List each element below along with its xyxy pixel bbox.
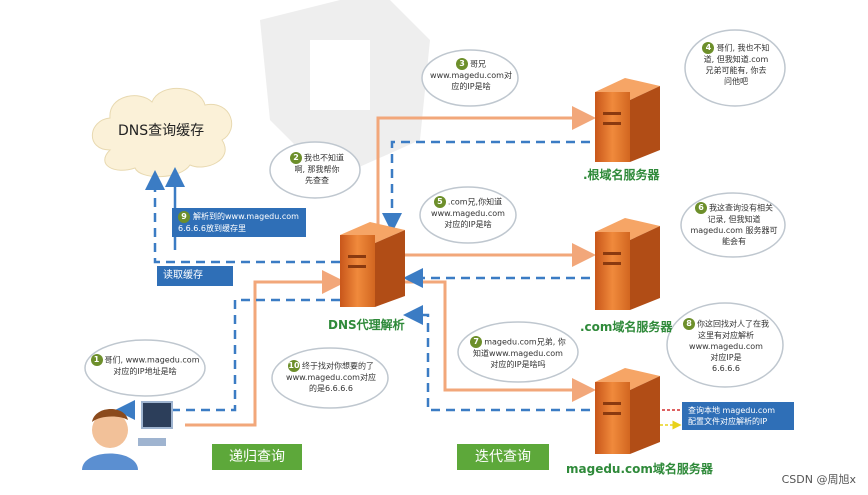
bubble-line: 啊, 那我帮你 (294, 165, 340, 174)
bubble-line: 哥们, www.magedu.com (104, 355, 200, 365)
bubble-line: 我这查询没有相关 (709, 203, 773, 213)
arrow-magedu-to-proxy (403, 305, 590, 412)
bubble-line: 对应的IP是啥吗 (490, 360, 546, 369)
csdn-watermark: CSDN @周旭x (781, 473, 856, 486)
response-arrows (115, 140, 590, 420)
iterative-query-label: 迭代查询 (457, 444, 549, 470)
box-line: 配置文件对应解析的IP (688, 417, 768, 426)
root-server (595, 78, 660, 162)
magedu-server (595, 368, 660, 454)
root-server-label: .根域名服务器 (583, 168, 660, 182)
bubble-line: 的是6.6.6.6 (309, 384, 353, 393)
bubble-line: 你这回找对人了在我 (697, 319, 769, 329)
step-badge: 1 (90, 354, 103, 366)
bubble-line: 对应的IP地址是啥 (113, 367, 177, 376)
arrow-proxy-to-client (115, 298, 340, 420)
bubble-line: .com兄,你知道 (447, 197, 503, 207)
step-badge: 8 (683, 318, 695, 330)
bubble-line: 这里有对应解析 (698, 331, 754, 340)
bubble-line: 6.6.6.6 (712, 364, 740, 373)
magedu-server-label: magedu.com域名服务器 (566, 462, 713, 476)
bubble-line: 道, 但我知道.com (703, 55, 769, 64)
bubble-line: magedu.com 服务器可 (690, 226, 778, 235)
step-badge: 5 (433, 196, 446, 208)
box-line: 6.6.6.6放到缓存里 (178, 224, 246, 233)
bubble-line: www.magedu.com对 (430, 71, 512, 80)
bubble-line: 对应的IP是啥 (444, 220, 492, 229)
proxy-server-label: DNS代理解析 (328, 318, 405, 332)
bubble-line: 哥兄 (470, 59, 486, 69)
recursive-query-label: 递归查询 (212, 444, 302, 470)
bubble-line: 知道www.magedu.com (473, 349, 563, 358)
bubble-line: 我也不知道 (304, 153, 344, 163)
bubble-line: 应的IP是啥 (451, 82, 491, 91)
box-line: 查询本地 magedu.com (688, 406, 776, 415)
arrow-proxy-to-cache (145, 170, 340, 264)
step-badge: 10 (288, 360, 300, 372)
bubble-line: 兄弟可能有, 你去 (705, 66, 767, 75)
request-arrows (185, 106, 596, 427)
bubble-line: www.magedu.com对应 (286, 373, 376, 382)
arrow-root-to-proxy (382, 140, 590, 233)
step-badge: 7 (470, 336, 483, 348)
box-line: 解析到的www.magedu.com (193, 212, 299, 221)
step-badge: 9 (178, 211, 190, 223)
bubble-line: 对应IP是 (710, 353, 742, 362)
read-cache-box: 读取缓存 (157, 266, 233, 286)
dns-cache-label: DNS查询缓存 (118, 123, 205, 139)
bubble-line: 终于找对你想要的了 (302, 361, 374, 371)
step-badge: 4 (702, 42, 715, 54)
arrow-proxy-to-root (376, 106, 596, 230)
proxy-server (340, 222, 405, 307)
arrow-client-to-proxy (185, 270, 346, 427)
bubble-line: www.magedu.com (689, 342, 763, 351)
com-server (595, 218, 660, 310)
step-badge: 3 (456, 58, 468, 70)
local-query-box: 查询本地 magedu.com 配置文件对应解析的IP (682, 402, 794, 430)
dns-cache-cloud (91, 88, 233, 178)
step-badge: 6 (695, 202, 707, 214)
background-logo (260, 0, 430, 180)
bubble-line: 先查查 (305, 176, 329, 185)
bubble-line: 能会有 (722, 237, 746, 246)
bubble-5: 5.com兄,你知道 www.magedu.com 对应的IP是啥 (422, 196, 514, 230)
client-user (82, 401, 173, 470)
bubble-line: 哥们, 我也不知 (716, 43, 770, 53)
com-server-label: .com域名服务器 (580, 320, 673, 334)
bubble-line: 问他吧 (724, 77, 748, 86)
bubble-line: 记录, 但我知道 (707, 215, 761, 224)
arrow-proxy-to-magedu (405, 280, 596, 402)
bubble-line: www.magedu.com (431, 209, 505, 218)
bubble-line: magedu.com兄弟, 你 (484, 337, 566, 347)
step-badge: 2 (290, 152, 302, 164)
